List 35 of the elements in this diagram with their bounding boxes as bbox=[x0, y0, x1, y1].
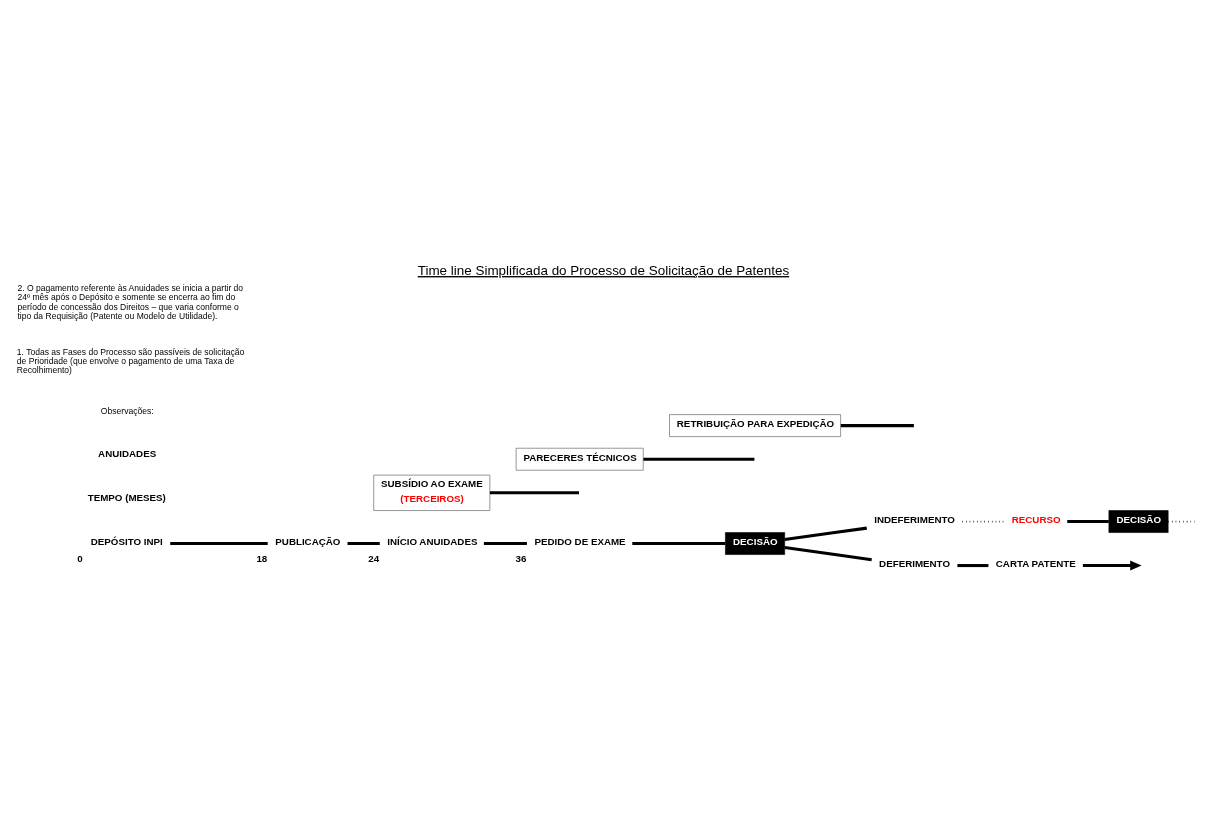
node-text: CARTA PATENTE bbox=[995, 557, 1076, 569]
connector bbox=[1067, 519, 1109, 523]
label: 2. O pagamento referente às Anuidades se inicia a partir do 24º mês após o Depósito e somente se encerra ao fim do período de concessão dos Direitos – que varia conforme o tipo da Requisição (Patente ou Modelo de Utilidade). bbox=[17, 282, 244, 321]
node-label: 24 bbox=[368, 552, 380, 564]
node-label: 0 bbox=[77, 552, 83, 564]
node-text: RECURSO bbox=[1011, 513, 1061, 525]
node-text: INDEFERIMENTO bbox=[874, 513, 955, 525]
connector bbox=[840, 423, 914, 427]
connector bbox=[347, 541, 380, 545]
node-text: PEDIDO DE EXAME bbox=[534, 535, 626, 547]
node-box: RETRIBUIÇÃO PARA EXPEDIÇÃO bbox=[669, 413, 841, 437]
label: Observações: bbox=[100, 405, 154, 416]
connector bbox=[643, 457, 755, 461]
node-box: DECISÃO bbox=[1108, 509, 1169, 533]
node-text: DEFERIMENTO bbox=[879, 557, 951, 569]
label: 1. Todas as Fases do Processo são passíveis de solicitação de Prioridade (que envolve o pagamento de uma Taxa de Recolhimento) bbox=[16, 346, 245, 375]
node-text: PUBLICAÇÃO bbox=[275, 535, 341, 547]
connector bbox=[489, 490, 579, 494]
node-label: 18 bbox=[256, 552, 268, 564]
node-box: DECISÃO bbox=[725, 531, 785, 555]
node-text: INÍCIO ANUIDADES bbox=[387, 535, 478, 547]
diagram-title: Time line Simplificada do Processo de Solicitação de Patentes bbox=[417, 262, 790, 278]
node-label: 36 bbox=[515, 552, 527, 564]
node-box: PARECERES TÉCNICOS bbox=[515, 447, 644, 471]
connector bbox=[957, 563, 989, 567]
connector bbox=[170, 541, 268, 545]
node-text: DEPÓSITO INPI bbox=[90, 535, 163, 547]
node-box: SUBSÍDIO AO EXAME (TERCEIROS) bbox=[373, 474, 491, 511]
connector bbox=[483, 541, 527, 545]
arrow bbox=[1082, 560, 1142, 571]
label: TEMPO (MESES) bbox=[87, 491, 166, 503]
connector bbox=[784, 545, 872, 561]
connector bbox=[784, 526, 867, 541]
label: ANUIDADES bbox=[98, 447, 157, 459]
connector bbox=[632, 541, 726, 545]
